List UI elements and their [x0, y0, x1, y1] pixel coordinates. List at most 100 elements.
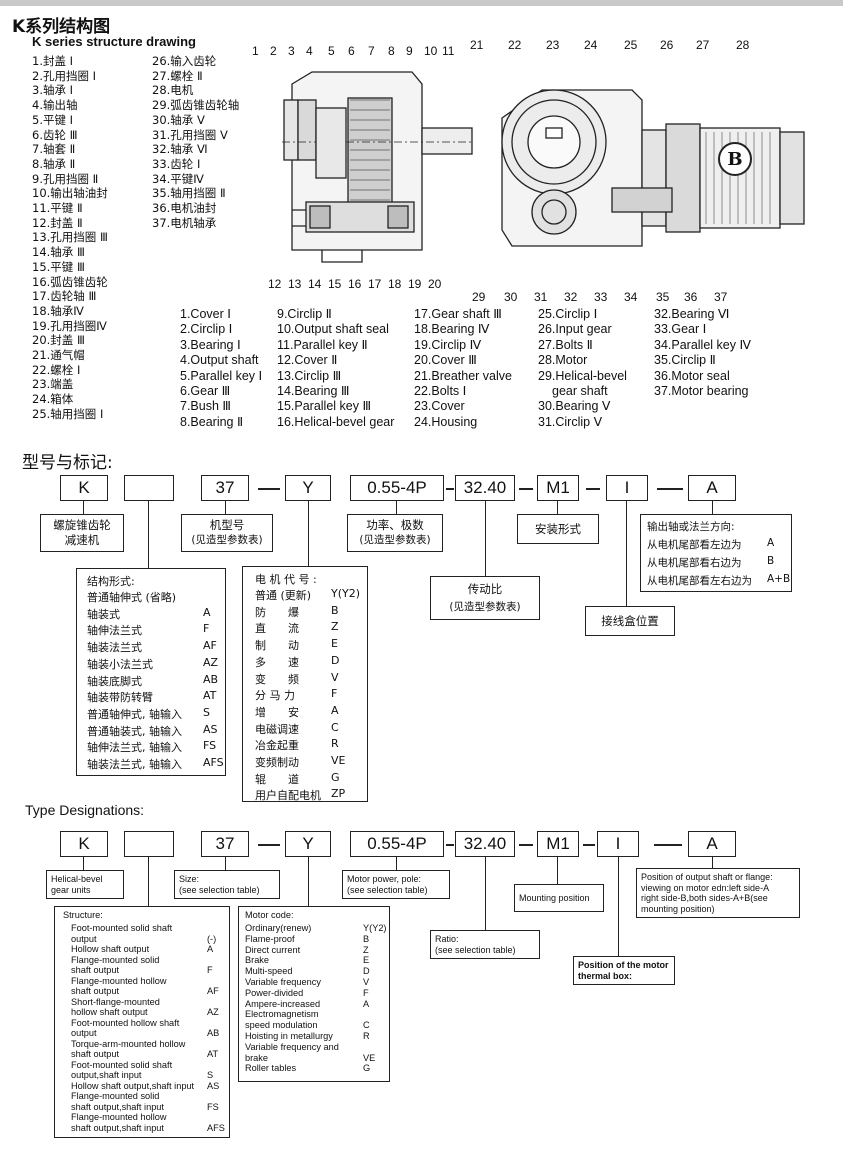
list-item: 14.轴承 Ⅲ	[32, 245, 85, 260]
list-item: 4.输出轴	[32, 98, 78, 113]
list-item: 28.电机	[152, 83, 194, 98]
code-box-motor-en: Y	[285, 831, 331, 857]
connector	[626, 500, 627, 606]
list-item: 7.Bush Ⅲ	[180, 399, 232, 414]
row-text: Ordinary(renew)	[245, 923, 312, 933]
list-item: 31.Circlip Ⅴ	[538, 414, 603, 429]
list-item: 24.箱体	[32, 392, 74, 407]
row-code: D	[331, 653, 340, 667]
list-item: 32.轴承 Ⅵ	[152, 142, 208, 157]
code-box-box: I	[606, 475, 648, 501]
structure-drawing-left	[282, 71, 473, 263]
list-item: 13.孔用挡圈 Ⅲ	[32, 230, 108, 245]
list-item: 16.Helical-bevel gear	[277, 414, 395, 429]
list-item: 17.Gear shaft Ⅲ	[414, 307, 502, 321]
callout-number: 13	[288, 277, 302, 291]
row-code: R	[331, 737, 339, 751]
callout-number: 28	[736, 38, 750, 52]
row-code: V	[363, 977, 370, 987]
list-item: 3.Bearing Ⅰ	[180, 337, 241, 352]
list-item: 15.Parallel key Ⅲ	[277, 399, 372, 414]
row-text: 辊 道	[255, 772, 299, 786]
row-text: shaft output,shaft input	[71, 1101, 164, 1112]
row-code: F	[331, 687, 338, 701]
list-item: 30.轴承 Ⅴ	[152, 112, 205, 127]
code-box-size-en: 37	[201, 831, 249, 857]
row-text: Flame-proof	[245, 933, 295, 944]
label-ratio-en: Ratio:(see selection table)	[430, 930, 540, 959]
list-item: 20.封盖 Ⅲ	[32, 333, 85, 348]
connector	[83, 500, 84, 516]
structure-drawing-right	[501, 89, 805, 247]
row-code: B	[363, 933, 370, 944]
row-code: VE	[331, 754, 346, 767]
row-text: 用户自配电机	[255, 789, 321, 803]
label-size-cn: 机型号(见造型参数表)	[181, 514, 273, 552]
row-code: A	[207, 944, 214, 954]
row-code: (-)	[207, 933, 217, 944]
list-item: 34.平键Ⅳ	[152, 171, 204, 186]
code-box-ratio-en: 32.40	[455, 831, 515, 857]
row-text: 多 速	[255, 655, 299, 669]
row-code: F	[203, 622, 210, 636]
label-type-cn: 螺旋锥齿轮减速机	[40, 514, 124, 552]
list-item: 11.平键 Ⅱ	[32, 201, 83, 216]
row-text: Short-flange-mounted	[71, 996, 160, 1007]
row-text: shaft output	[71, 986, 120, 996]
list-item: 26.输入齿轮	[152, 54, 217, 68]
row-text: speed modulation	[245, 1020, 318, 1031]
row-code: A+B	[767, 573, 791, 585]
list-item: 36.电机油封	[152, 201, 217, 216]
label-power-cn: 功率、极数(见造型参数表)	[347, 514, 443, 552]
row-code: AT	[207, 1049, 219, 1059]
code-box-mount: M1	[537, 475, 579, 501]
connector	[557, 500, 558, 514]
callout-number: 30	[504, 290, 518, 304]
list-item: 22.螺栓 Ⅰ	[32, 362, 81, 377]
callout-number: 24	[584, 38, 598, 52]
row-code: AS	[203, 722, 218, 736]
list-item: 22.Bolts Ⅰ	[414, 384, 467, 399]
list-item: 8.轴承 Ⅱ	[32, 156, 76, 171]
code-box-structure-en	[124, 831, 174, 857]
list-item: 11.Parallel key Ⅱ	[277, 337, 368, 352]
row-text: Foot-mounted hollow shaft	[71, 1017, 180, 1028]
row-text: 轴装法兰式	[87, 641, 142, 655]
row-text: 从电机尾部看左边为	[647, 539, 742, 551]
list-item: 23.端盖	[32, 377, 74, 392]
row-code: R	[363, 1031, 370, 1041]
row-code: AFS	[203, 756, 224, 769]
code-box-ratio: 32.40	[455, 475, 515, 501]
list-item: 2.Circlip Ⅰ	[180, 322, 233, 337]
row-code: D	[363, 966, 370, 977]
row-text: 电磁调速	[255, 722, 299, 736]
row-code: E	[363, 955, 370, 966]
connector	[83, 856, 84, 872]
callout-number: 9	[406, 44, 413, 58]
list-item: 33.Gear Ⅰ	[654, 322, 707, 337]
code-box-structure	[124, 475, 174, 501]
row-code: Z	[331, 620, 339, 634]
row-text: 轴伸法兰式, 轴输入	[87, 741, 182, 755]
row-code: ZP	[331, 787, 346, 801]
connector	[485, 856, 486, 930]
callout-number: 12	[268, 277, 282, 291]
callout-number: 25	[624, 38, 638, 52]
list-item: 30.Bearing Ⅴ	[538, 399, 611, 414]
callout-number: 27	[696, 38, 710, 52]
code-box-power: 0.55-4P	[350, 475, 444, 501]
list-item: 1.封盖 Ⅰ	[32, 54, 74, 68]
callout-number: 35	[656, 290, 670, 304]
callout-number: 17	[368, 277, 382, 291]
code-box-mount-en: M1	[537, 831, 579, 857]
callout-number: 11	[442, 44, 455, 58]
dash	[519, 844, 533, 846]
list-item: 3.轴承 Ⅰ	[32, 83, 74, 98]
list-item: 7.轴套 Ⅱ	[32, 142, 76, 157]
row-text: Flange-mounted solid	[71, 1091, 160, 1101]
list-item: 19.Circlip Ⅳ	[414, 337, 482, 352]
